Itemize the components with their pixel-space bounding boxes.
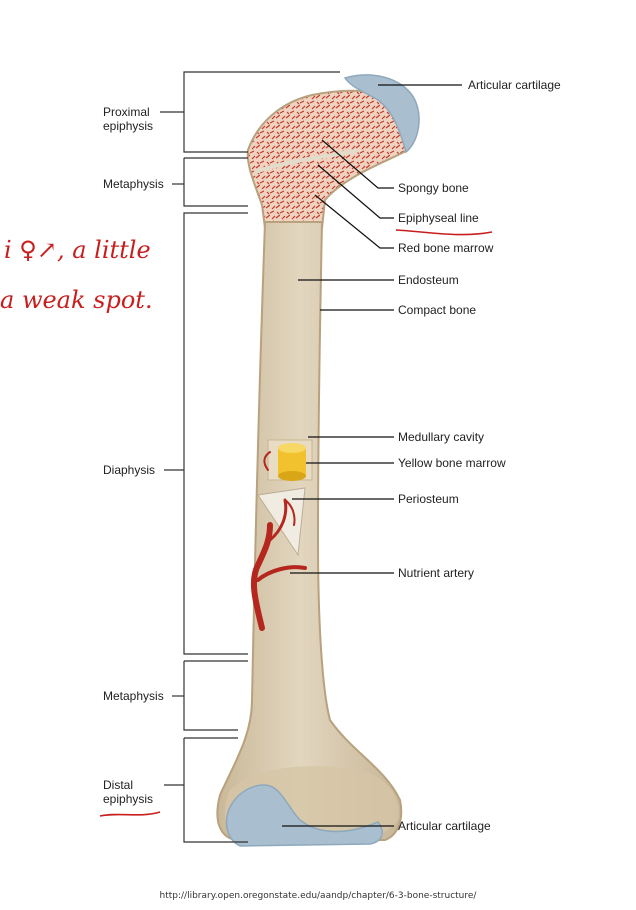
nutrient-artery-shape (250, 451, 307, 631)
source-url: http://library.open.oregonstate.edu/aand… (160, 891, 478, 901)
compact-bone-label: Compact bone (398, 303, 476, 317)
distal-epiphysis-label-2: epiphysis (103, 792, 153, 806)
metaphysis-bottom-label: Metaphysis (103, 689, 164, 703)
metaphysis-top-label: Metaphysis (103, 177, 164, 191)
handwritten-note-line-1: i ♀↗, a little (4, 236, 151, 264)
spongy-bone-label: Spongy bone (398, 181, 469, 195)
articular-cartilage-bottom-shape (225, 784, 383, 847)
articular-cartilage-top-label: Articular cartilage (468, 78, 561, 92)
epiphyseal-line-shape (254, 148, 361, 174)
medullary-cavity-label: Medullary cavity (398, 430, 484, 444)
yellow-bone-marrow-label: Yellow bone marrow (398, 456, 506, 470)
red-bone-marrow-label: Red bone marrow (398, 241, 494, 255)
diaphysis-shape (216, 221, 403, 841)
proximal-epiphysis-label-2: epiphysis (103, 119, 153, 133)
endosteum-label: Endosteum (398, 273, 459, 287)
periosteum-flap-shape (257, 487, 306, 557)
articular-cartilage-bottom-label: Articular cartilage (398, 819, 491, 833)
epiphyseal-line-label: Epiphyseal line (398, 211, 479, 225)
periosteum-label: Periosteum (398, 492, 459, 506)
left-brackets (160, 71, 340, 843)
leader-lines (282, 84, 462, 827)
distal-epiphysis-underline (99, 811, 161, 817)
handwritten-note-line-2: a weak spot. (0, 286, 153, 314)
nutrient-artery-label: Nutrient artery (398, 566, 474, 580)
yellow-bone-marrow-shape (278, 443, 306, 481)
distal-epiphysis-label-1: Distal (103, 778, 133, 792)
diaphysis-label: Diaphysis (103, 463, 155, 477)
femur-illustration (216, 74, 420, 847)
proximal-epiphysis-label-1: Proximal (103, 105, 150, 119)
articular-cartilage-top-shape (343, 74, 420, 154)
epiphyseal-line-underline (395, 229, 493, 236)
